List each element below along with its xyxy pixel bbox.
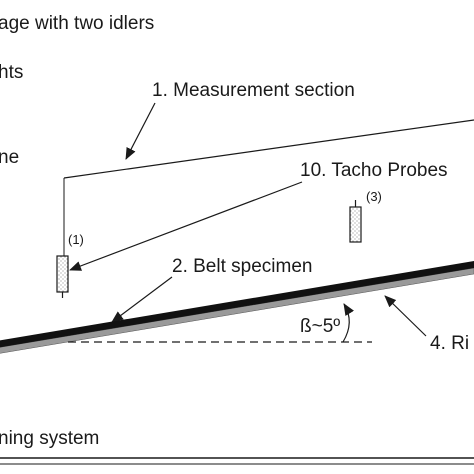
angle-arc <box>342 303 354 343</box>
tacho-probe-3-icon <box>349 206 362 243</box>
label-top-left-1: age with two idlers <box>0 13 154 34</box>
measurement-section-arrow <box>125 102 156 160</box>
label-probe-1: (1) <box>68 232 84 247</box>
label-belt-specimen: 2. Belt specimen <box>172 256 312 277</box>
label-probe-3: (3) <box>366 189 382 204</box>
label-angle: ß~5º <box>300 316 340 337</box>
label-measurement-section: 1. Measurement section <box>152 80 355 101</box>
label-top-left-3: ne <box>0 147 19 168</box>
label-top-left-2: hts <box>0 62 23 83</box>
belt-specimen <box>0 261 474 348</box>
tacho-probes-arrow <box>69 181 303 271</box>
belt-grey-layer <box>0 267 474 354</box>
label-tacho-probes: 10. Tacho Probes <box>300 160 448 181</box>
measurement-section-line <box>63 119 474 179</box>
label-bottom: ning system <box>0 428 99 449</box>
tacho-probe-1-icon <box>56 255 69 293</box>
label-right: 4. Ri <box>430 333 469 354</box>
belt-specimen-arrow <box>111 276 173 323</box>
right-label-arrow <box>384 295 427 337</box>
